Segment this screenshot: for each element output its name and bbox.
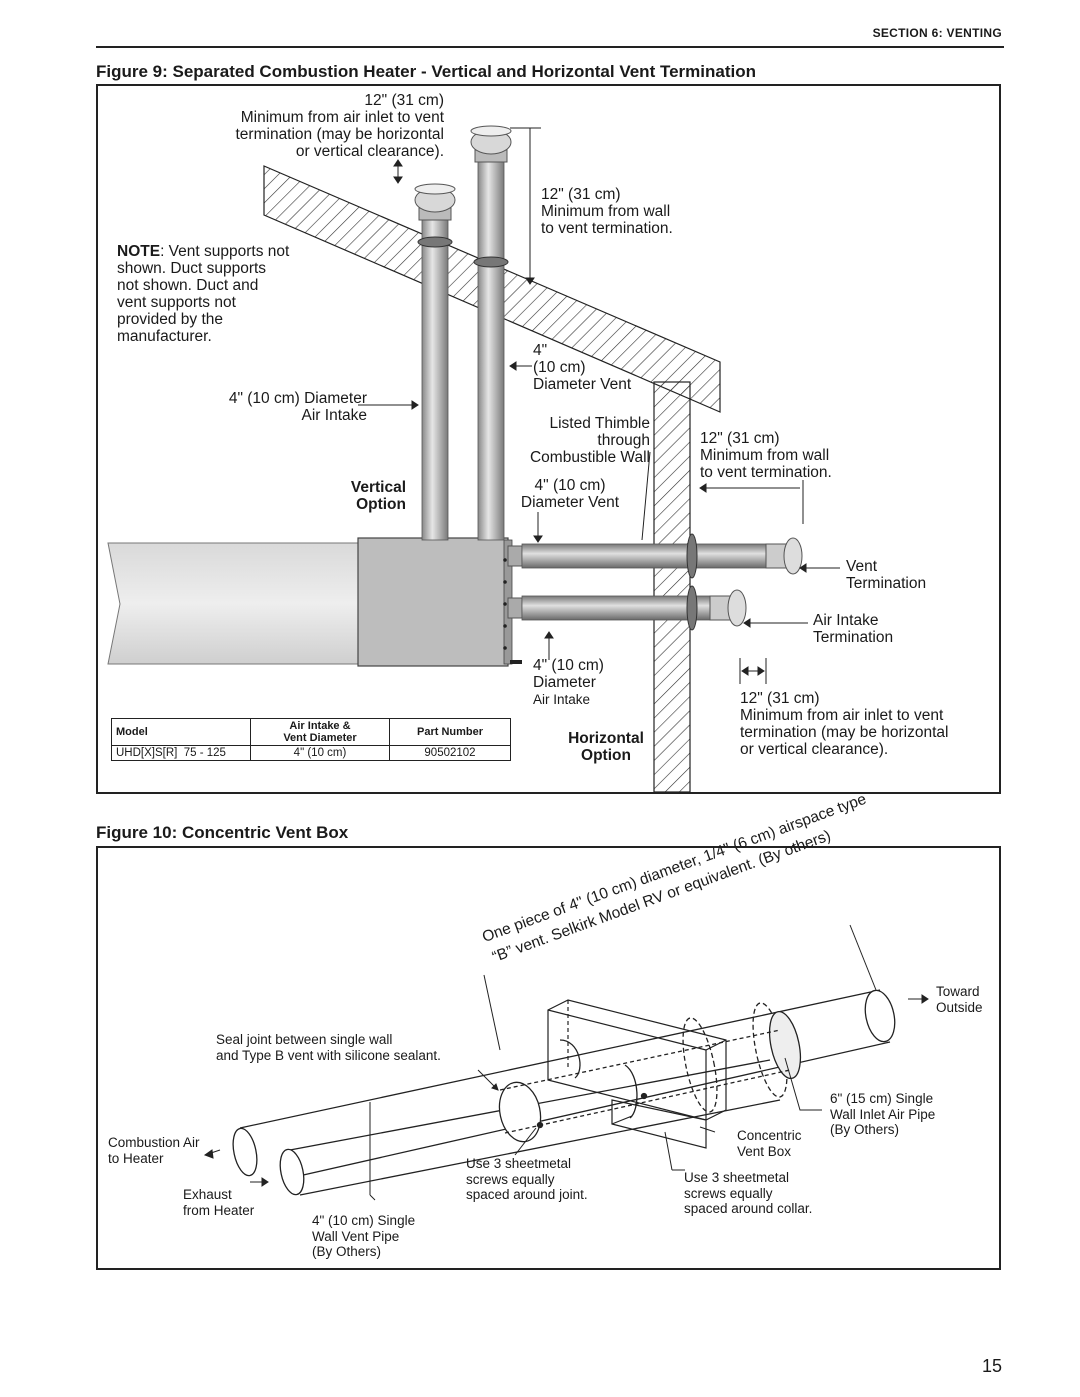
vent-pipe-label: 4" (10 cm) Single Wall Vent Pipe (By Oth… (312, 1213, 416, 1259)
table-header: Part Number (389, 718, 511, 746)
table-cell: UHD[X]S[R] 75 - 125 (111, 745, 251, 761)
concentric-box-label: Concentric Vent Box (737, 1128, 802, 1159)
air-intake-diameter-label: 4" (10 cm) Diameter Air Intake (228, 390, 367, 424)
note-text: : Vent supports not shown. Duct supports… (117, 243, 290, 345)
table-header: Model (111, 718, 251, 746)
wall-clearance-right-label: 12" (31 cm) Minimum from wall to vent te… (700, 430, 832, 481)
duct (107, 542, 361, 665)
top-clearance-label: 12" (31 cm) Minimum from air inlet to ve… (235, 92, 445, 160)
horizontal-vent-pipe (507, 533, 803, 579)
vertical-vent-pipe (470, 125, 512, 541)
intake-diameter-horizontal-sublabel: Air Intake (533, 692, 591, 707)
horizontal-option-label: Horizontal Option (568, 730, 644, 764)
figure9-frame (96, 84, 1001, 794)
note-block: NOTE: Vent supports not shown. Duct supp… (117, 243, 367, 345)
figure10-frame (96, 846, 1001, 1270)
screws-collar-label: Use 3 sheetmetal screws equally spaced a… (684, 1170, 813, 1216)
vertical-air-intake-pipe (414, 183, 456, 541)
header-rule (96, 46, 1004, 48)
inlet-pipe-label: 6" (15 cm) Single Wall Inlet Air Pipe (B… (830, 1091, 936, 1137)
figure10-leaders (203, 924, 929, 1201)
vertical-option-label: Vertical Option (350, 479, 406, 513)
table-cell: 90502102 (389, 745, 511, 761)
concentric-vent-box (547, 999, 727, 1149)
screws-joint-label: Use 3 sheetmetal screws equally spaced a… (466, 1156, 588, 1202)
wall-clearance-top-label: 12" (31 cm) Minimum from wall to vent te… (541, 186, 673, 237)
inlet-air-pipe (232, 989, 896, 1179)
page-number: 15 (981, 1356, 1002, 1376)
section-header: SECTION 6: VENTING (872, 26, 1002, 40)
vent-diameter-horizontal-label: 4" (10 cm) Diameter Vent (520, 477, 620, 511)
table-row: UHD[X]S[R] 75 - 125 4" (10 cm) 90502102 (111, 745, 511, 761)
horizontal-air-intake-pipe (507, 585, 747, 631)
seal-joint-label: Seal joint between single wall and Type … (216, 1032, 441, 1063)
table-header: Air Intake & Vent Diameter (250, 718, 390, 746)
figure9-leaders (358, 127, 840, 684)
figure9-title: Figure 9: Separated Combustion Heater - … (96, 62, 756, 81)
figure10-title: Figure 10: Concentric Vent Box (96, 823, 349, 842)
vent-diameter-vertical-label: 4" (10 cm) Diameter Vent (533, 342, 632, 393)
air-intake-termination-label: Air Intake Termination (813, 612, 894, 646)
note-label: NOTE (117, 243, 161, 260)
wall (653, 381, 691, 793)
thimble-label: Listed Thimble through Combustible Wall (529, 415, 650, 466)
vent-termination-label: Vent Termination (846, 558, 927, 592)
combustion-air-label: Combustion Air to Heater (108, 1135, 200, 1166)
table-cell: 4" (10 cm) (250, 745, 390, 761)
bottom-clearance-label: 12" (31 cm) Minimum from air inlet to ve… (740, 690, 949, 758)
part-table: Model Air Intake & Vent Diameter Part Nu… (111, 718, 511, 761)
toward-outside-label: Toward Outside (936, 984, 983, 1015)
exhaust-label: Exhaust from Heater (183, 1187, 255, 1218)
table-header-row: Model Air Intake & Vent Diameter Part Nu… (111, 718, 511, 746)
intake-diameter-horizontal-label: 4" (10 cm) Diameter (533, 657, 604, 691)
